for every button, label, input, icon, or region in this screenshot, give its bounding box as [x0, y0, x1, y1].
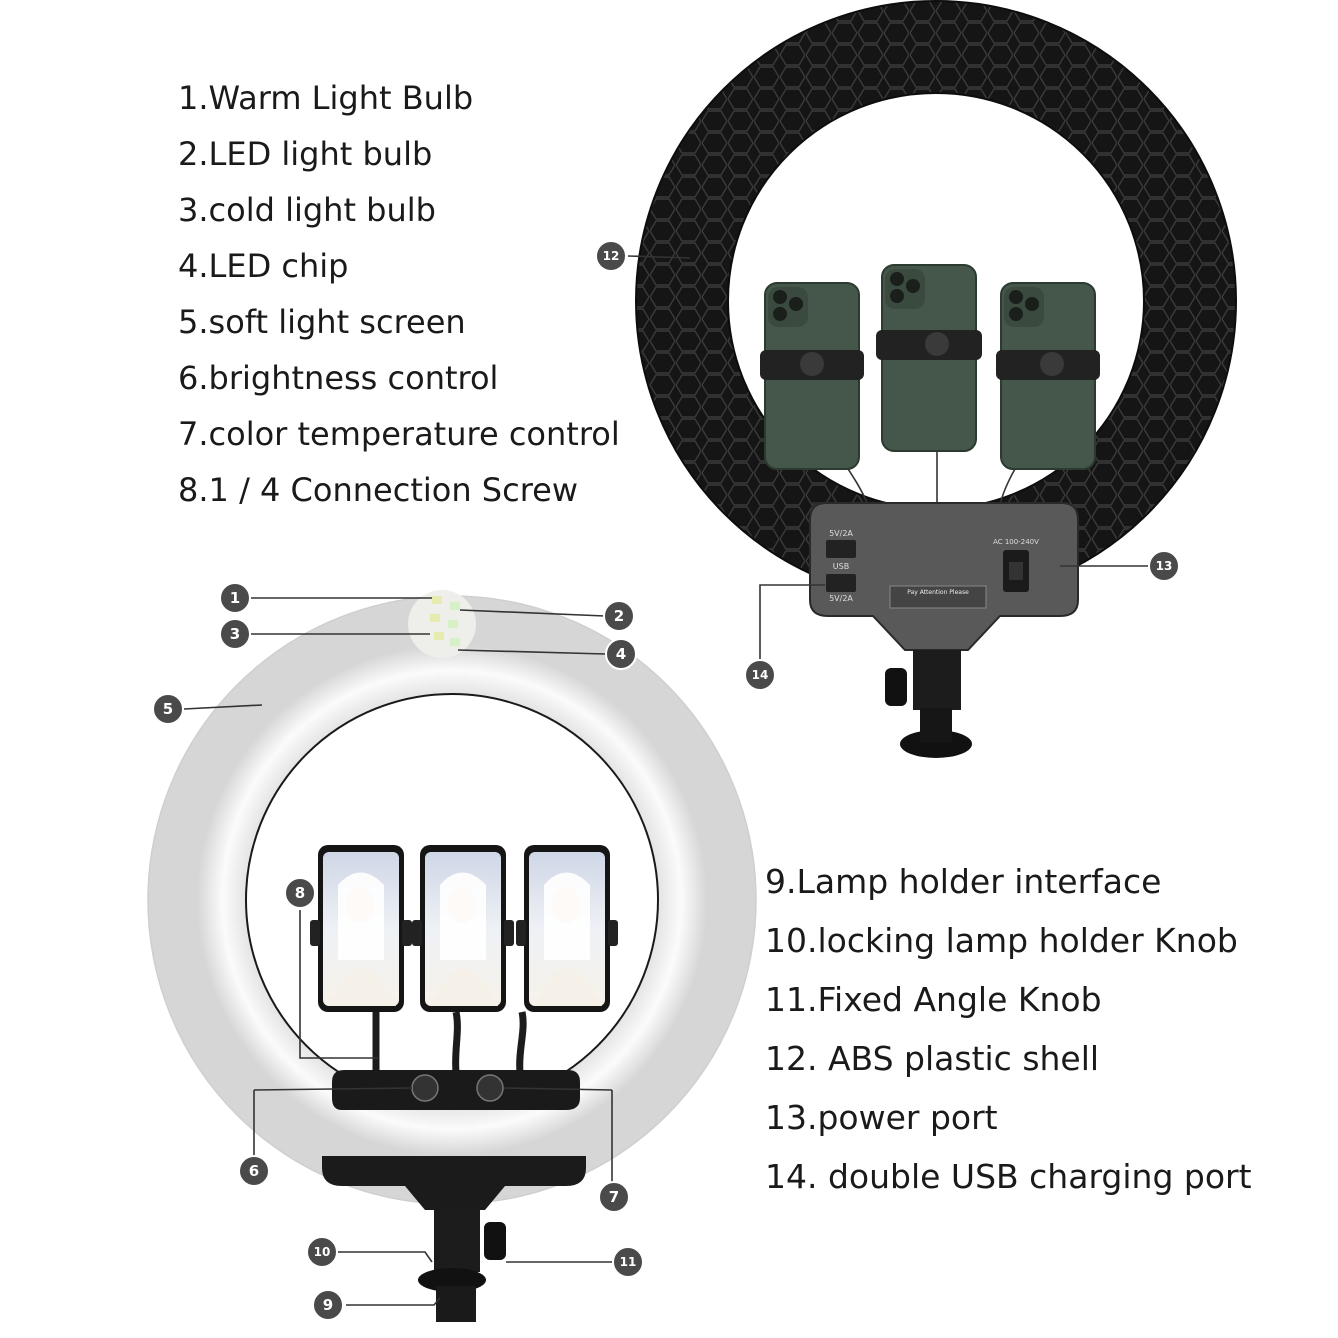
parts-list-bottom: 9.Lamp holder interface 10.locking lamp …	[765, 852, 1252, 1206]
ac-label: AC 100-240V	[993, 538, 1039, 546]
callout-14: 14	[744, 659, 776, 691]
part-label: 14. double USB charging port	[765, 1157, 1252, 1196]
callout-2: 2	[603, 600, 635, 632]
callout-8: 8	[284, 877, 316, 909]
callout-7: 7	[598, 1181, 630, 1213]
svg-text:14: 14	[752, 668, 769, 682]
callout-11: 11	[612, 1246, 644, 1278]
brightness-knob	[411, 1074, 439, 1102]
part-label: 1.Warm Light Bulb	[178, 79, 474, 117]
phone	[310, 845, 412, 1012]
color-temp-knob	[476, 1074, 504, 1102]
part-label: 5.soft light screen	[178, 303, 466, 341]
usb-label: 5V/2A	[829, 529, 853, 538]
phone	[876, 264, 982, 452]
svg-text:8: 8	[295, 884, 305, 902]
white-ring-light	[147, 590, 757, 1322]
part-label: 13.power port	[765, 1098, 998, 1137]
svg-text:10: 10	[314, 1245, 331, 1259]
black-ring-light: 5V/2A USB 5V/2A AC 100-240V Pay Attentio…	[635, 0, 1237, 758]
svg-text:2: 2	[614, 607, 624, 625]
callout-9: 9	[312, 1289, 344, 1321]
part-label: 2.LED light bulb	[178, 135, 433, 173]
part-label: 10.locking lamp holder Knob	[765, 921, 1238, 960]
usb-port	[826, 540, 856, 558]
fixed-angle-knob	[484, 1222, 506, 1260]
part-label: 8.1 / 4 Connection Screw	[178, 471, 578, 509]
lamp-base	[322, 1156, 586, 1186]
callout-10: 10	[306, 1236, 338, 1268]
callout-4: 4	[605, 638, 637, 670]
control-bar	[332, 1070, 580, 1110]
svg-text:6: 6	[249, 1162, 259, 1180]
warning-text: Pay Attention Please	[907, 589, 969, 596]
phone	[760, 282, 864, 470]
part-label: 12. ABS plastic shell	[765, 1039, 1100, 1078]
svg-text:12: 12	[603, 249, 620, 263]
svg-text:9: 9	[323, 1296, 333, 1314]
usb-label: USB	[833, 562, 849, 571]
callout-6: 6	[238, 1155, 270, 1187]
svg-text:11: 11	[620, 1255, 637, 1269]
part-label: 3.cold light bulb	[178, 191, 436, 229]
part-label: 6.brightness control	[178, 359, 499, 397]
leader-lines	[183, 255, 1148, 1306]
callout-1: 1	[219, 582, 251, 614]
svg-text:4: 4	[616, 645, 626, 663]
phone	[516, 845, 618, 1012]
usb-label: 5V/2A	[829, 594, 853, 603]
phone	[412, 845, 514, 1012]
parts-list-top: 1.Warm Light Bulb 2.LED light bulb 3.col…	[178, 70, 620, 518]
led-chip-cluster	[408, 590, 476, 658]
lamp-holder-interface	[434, 1210, 480, 1272]
callout-13: 13	[1148, 550, 1180, 582]
part-label: 7.color temperature control	[178, 415, 620, 453]
angle-knob	[885, 668, 907, 706]
svg-text:3: 3	[230, 625, 240, 643]
svg-text:1: 1	[230, 589, 240, 607]
svg-text:7: 7	[609, 1188, 619, 1206]
part-label: 9.Lamp holder interface	[765, 862, 1162, 901]
callout-12: 12	[595, 240, 627, 272]
usb-port	[826, 574, 856, 592]
phone	[996, 282, 1100, 470]
lamp-holder	[913, 650, 961, 710]
svg-text:5: 5	[163, 700, 173, 718]
svg-text:13: 13	[1156, 559, 1173, 573]
warning-label	[889, 585, 987, 609]
part-label: 11.Fixed Angle Knob	[765, 980, 1102, 1019]
callout-3: 3	[219, 618, 251, 650]
callout-5: 5	[152, 693, 184, 725]
part-label: 4.LED chip	[178, 247, 349, 285]
